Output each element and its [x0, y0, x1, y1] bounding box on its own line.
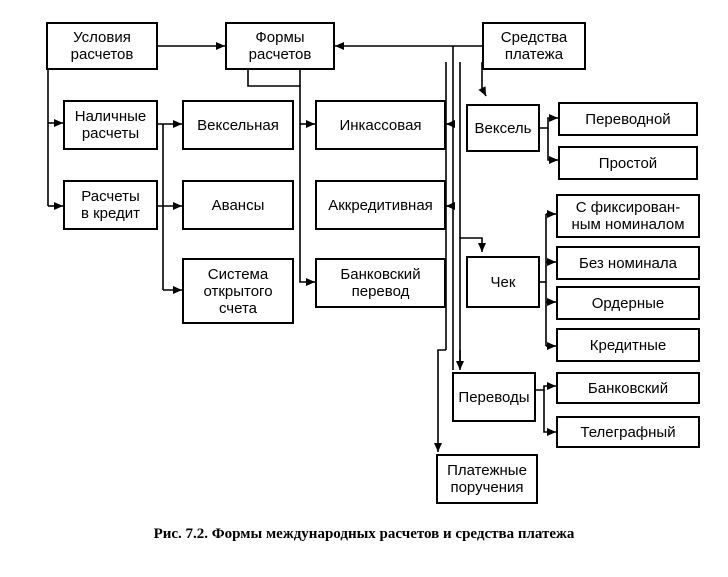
node-fiks-label: С фиксирован- ным номиналом	[571, 199, 685, 233]
node-avansy-label: Авансы	[211, 196, 265, 214]
node-prostoy: Простой	[558, 146, 698, 180]
node-ordernye-label: Ордерные	[591, 294, 665, 312]
node-bez-nominala: Без номинала	[556, 246, 700, 280]
node-inkassovaya-label: Инкассовая	[339, 116, 422, 134]
node-perevodnoy-label: Переводной	[585, 110, 671, 128]
node-nalichnye: Наличные расчеты	[63, 100, 158, 150]
edge-to-veksel	[478, 62, 487, 97]
node-bez-nominala-label: Без номинала	[579, 254, 677, 272]
node-sredstva: Средства платежа	[482, 22, 586, 70]
node-telegrafny: Телеграфный	[556, 416, 700, 448]
node-fiks: С фиксирован- ным номиналом	[556, 194, 700, 238]
node-formy-label: Формы расчетов	[248, 29, 312, 63]
node-telegrafny-label: Телеграфный	[580, 423, 676, 441]
node-perevodnoy: Переводной	[558, 102, 698, 136]
node-kreditnye: Кредитные	[556, 328, 700, 362]
node-bank-perevod-label: Банковский перевод	[340, 266, 421, 300]
node-usloviya: Условия расчетов	[46, 22, 158, 70]
node-veksel: Вексель	[466, 104, 540, 152]
node-kredit: Расчеты в кредит	[63, 180, 158, 230]
node-sistema: Система открытого счета	[182, 258, 294, 324]
edge-formy-down-left	[247, 70, 300, 87]
node-bankovskiy-label: Банковский	[587, 379, 669, 397]
node-nalichnye-label: Наличные расчеты	[74, 108, 147, 142]
node-vekselnaya: Вексельная	[182, 100, 294, 150]
node-sredstva-label: Средства платежа	[500, 29, 568, 63]
node-vekselnaya-label: Вексельная	[197, 116, 279, 134]
node-chek-label: Чек	[490, 273, 516, 291]
edge-veksel-prostoy	[547, 128, 558, 164]
node-sistema-label: Система открытого счета	[203, 265, 273, 317]
edge-perevody-teleg	[543, 390, 556, 436]
edge-formy-down-right	[299, 70, 315, 286]
node-usloviya-label: Условия расчетов	[70, 29, 134, 63]
node-bankovskiy: Банковский	[556, 372, 700, 404]
node-platezhnye: Платежные поручения	[436, 454, 538, 504]
node-chek: Чек	[466, 256, 540, 308]
node-perevody-label: Переводы	[458, 388, 530, 406]
edge-to-chek	[460, 237, 486, 252]
node-kreditnye-label: Кредитные	[589, 336, 667, 354]
node-ordernye: Ордерные	[556, 286, 700, 320]
node-bank-perevod: Банковский перевод	[315, 258, 446, 308]
node-akkreditivnaya-label: Аккредитивная	[328, 196, 433, 214]
node-perevody: Переводы	[452, 372, 536, 422]
node-akkreditivnaya: Аккредитивная	[315, 180, 446, 230]
node-prostoy-label: Простой	[598, 154, 658, 172]
node-formy: Формы расчетов	[225, 22, 335, 70]
edge-perevody-bank	[536, 382, 556, 391]
edge-veksel-perevodnoy	[540, 114, 558, 129]
figure-caption: Рис. 7.2. Формы международных расчетов и…	[153, 526, 575, 542]
node-kredit-label: Расчеты в кредит	[80, 188, 141, 222]
node-platezhnye-label: Платежные поручения	[447, 462, 527, 496]
node-inkassovaya: Инкассовая	[315, 100, 446, 150]
edge-to-platezhnye	[434, 349, 446, 452]
node-veksel-label: Вексель	[474, 119, 532, 137]
node-avansy: Авансы	[182, 180, 294, 230]
